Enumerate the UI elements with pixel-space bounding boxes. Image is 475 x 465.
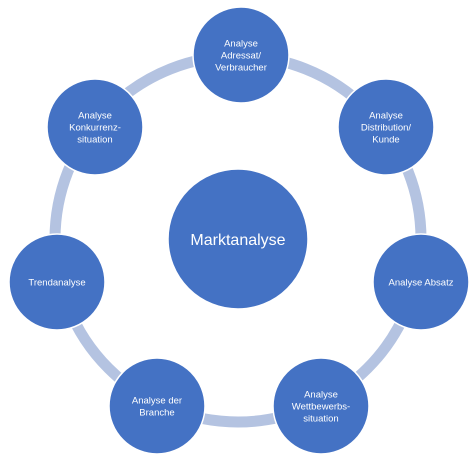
node-circle — [372, 233, 470, 331]
node-circle — [108, 357, 206, 455]
node-circle — [272, 357, 370, 455]
node-label-line: Analyse — [78, 111, 112, 122]
node-trend: Trendanalyse — [8, 233, 106, 331]
node-label-line: Trendanalyse — [28, 278, 85, 289]
outer-nodes: AnalyseAdressat/VerbraucherAnalyseDistri… — [8, 6, 470, 455]
node-label-line: Verbraucher — [215, 63, 267, 74]
center-node: Marktanalyse — [167, 168, 309, 310]
node-label-line: situation — [77, 135, 112, 146]
node-label-line: Konkurrenz- — [69, 123, 121, 134]
node-circle — [192, 6, 290, 104]
node-label-line: Distribution/ — [361, 123, 412, 134]
node-circle — [46, 78, 144, 176]
node-label-line: Analyse Absatz — [389, 278, 454, 289]
node-circle — [8, 233, 106, 331]
node-label-line: Wettbewerbs- — [292, 402, 350, 413]
node-label-line: Analyse — [369, 111, 403, 122]
center-circle — [167, 168, 309, 310]
node-label-line: situation — [303, 414, 338, 425]
node-label-line: Branche — [139, 408, 174, 419]
center-label: Marktanalyse — [190, 232, 285, 249]
node-label-line: Kunde — [372, 135, 399, 146]
node-label-line: Analyse — [304, 390, 338, 401]
node-label-line: Adressat/ — [221, 51, 261, 62]
node-absatz: Analyse Absatz — [372, 233, 470, 331]
node-label-line: Analyse — [224, 39, 258, 50]
node-label-line: Analyse der — [132, 396, 182, 407]
node-circle — [337, 78, 435, 176]
